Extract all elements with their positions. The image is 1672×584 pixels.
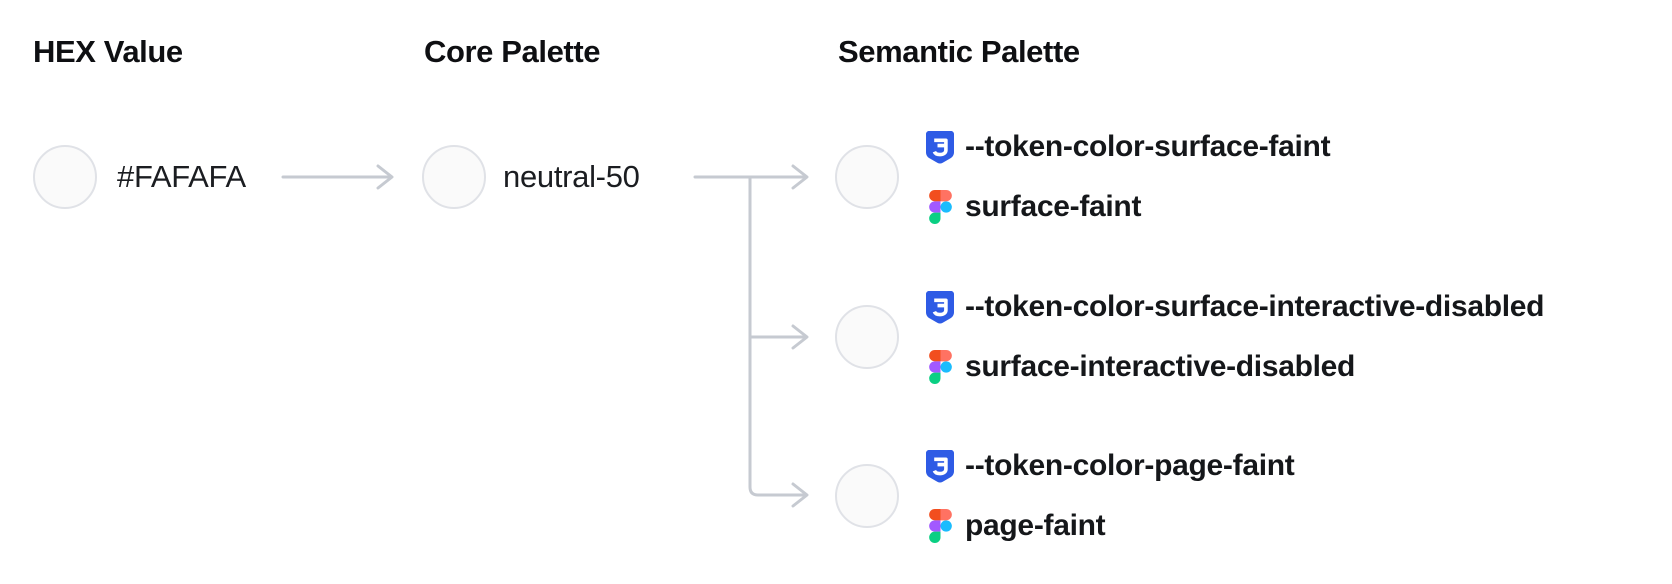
semantic-palette-header: Semantic Palette <box>838 34 1080 69</box>
css3-shield-icon <box>925 287 955 327</box>
hex-node: #FAFAFA <box>33 144 246 210</box>
semantic-color-swatch <box>835 464 899 528</box>
arrow-head <box>791 324 809 350</box>
hex-node-label: #FAFAFA <box>117 159 246 194</box>
css-variable-label: --token-color-page-faint <box>965 449 1295 482</box>
css-variable-label: --token-color-surface-interactive-disabl… <box>965 290 1545 323</box>
semantic-color-swatch <box>835 145 899 209</box>
figma-logo-icon <box>925 187 955 227</box>
figma-logo-icon <box>925 347 955 387</box>
core-palette-header: Core Palette <box>424 34 601 69</box>
css-variable-line: --token-color-page-faint <box>925 446 1295 486</box>
semantic-node-surface-interactive-disabled: --token-color-surface-interactive-disabl… <box>835 287 1545 387</box>
figma-logo-icon <box>925 506 955 546</box>
figma-token-line: surface-interactive-disabled <box>925 347 1544 387</box>
figma-token-label: surface-faint <box>965 190 1142 223</box>
semantic-node-surface-faint: --token-color-surface-faint surface-fain… <box>835 127 1331 227</box>
arrow-head <box>791 482 809 508</box>
css3-shield-icon <box>925 127 955 167</box>
figma-token-line: surface-faint <box>925 187 1330 227</box>
css3-shield-icon <box>925 446 955 486</box>
css-variable-label: --token-color-surface-faint <box>965 130 1331 163</box>
arrow-head <box>791 164 809 190</box>
css-variable-line: --token-color-surface-faint <box>925 127 1331 167</box>
connector-trunk <box>748 175 807 497</box>
arrow-head <box>376 164 394 190</box>
hex-color-swatch <box>33 145 97 209</box>
core-node-label: neutral-50 <box>503 159 640 194</box>
hex-value-header: HEX Value <box>33 34 183 69</box>
figma-token-label: page-faint <box>965 509 1106 542</box>
figma-token-line: page-faint <box>925 506 1294 546</box>
semantic-color-swatch <box>835 305 899 369</box>
core-node: neutral-50 <box>422 144 640 210</box>
css-variable-line: --token-color-surface-interactive-disabl… <box>925 287 1545 327</box>
figma-token-label: surface-interactive-disabled <box>965 350 1356 383</box>
semantic-node-page-faint: --token-color-page-faint page-faint <box>835 446 1295 546</box>
core-color-swatch <box>422 145 486 209</box>
